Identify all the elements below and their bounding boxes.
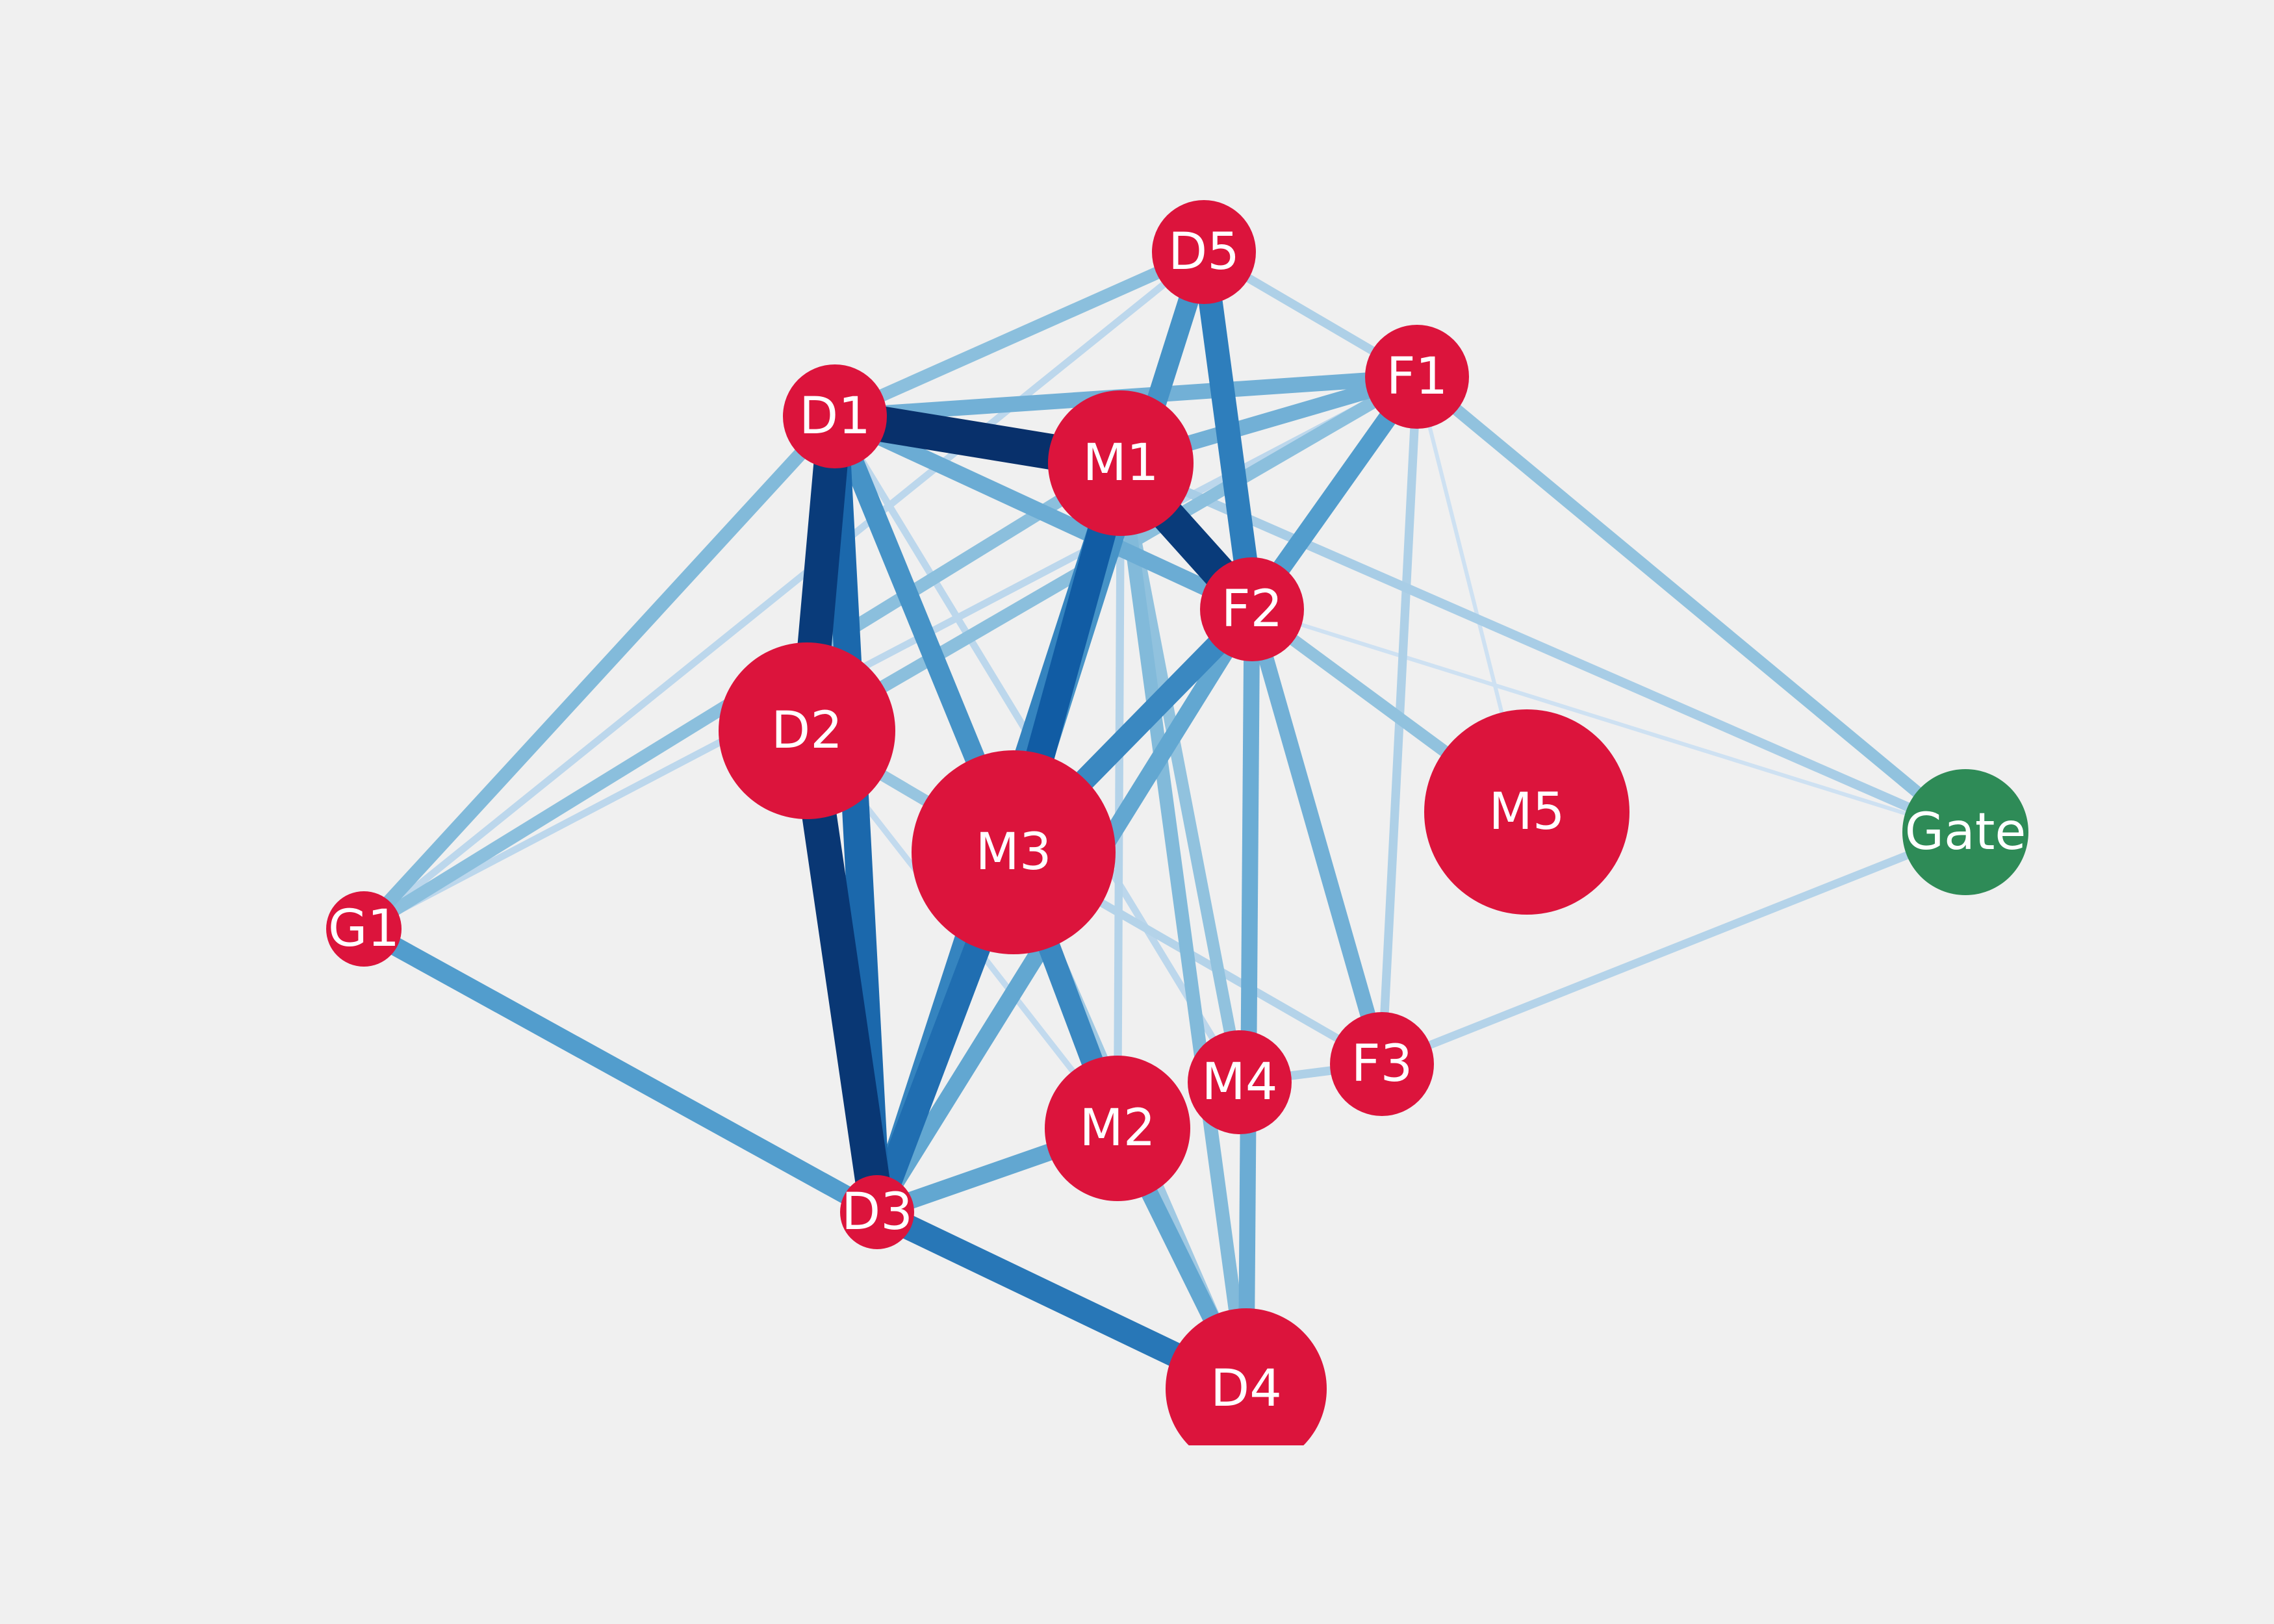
- node-circle-g1: [326, 891, 402, 967]
- edge-m1-m2: [1113, 463, 1125, 1129]
- node-circle-d3: [840, 1175, 914, 1249]
- node-circle-d1: [783, 364, 887, 468]
- edge-g1-d5: [361, 249, 1207, 932]
- node-label-d5: D5: [1168, 223, 1240, 281]
- node-circle-m1: [1048, 390, 1194, 536]
- node-m4: M4: [1188, 1030, 1292, 1134]
- node-m2: M2: [1045, 1056, 1190, 1201]
- edge-d5-f2: [1192, 250, 1264, 611]
- node-circle-gate: [1902, 769, 2028, 895]
- node-circle-m5: [1424, 709, 1629, 915]
- bottom-crop-mask: [0, 1445, 2274, 1624]
- node-d5: D5: [1152, 200, 1256, 304]
- edge-d1-f2: [831, 409, 1256, 617]
- node-gate: Gate: [1902, 769, 2028, 895]
- node-m1: M1: [1048, 390, 1194, 536]
- node-circle-d2: [719, 642, 895, 819]
- edge-g1-d1: [359, 411, 840, 934]
- node-label-f2: F2: [1221, 580, 1283, 639]
- node-d3: D3: [840, 1175, 914, 1249]
- node-label-d4: D4: [1210, 1360, 1282, 1418]
- node-circle-d5: [1152, 200, 1256, 304]
- node-label-d3: D3: [841, 1183, 913, 1241]
- edge-f2-f3: [1244, 607, 1390, 1067]
- node-label-f1: F1: [1386, 348, 1448, 406]
- node-label-d1: D1: [799, 387, 871, 446]
- node-f1: F1: [1365, 325, 1469, 429]
- edge-f3-gate: [1380, 828, 1967, 1068]
- node-label-m2: M2: [1080, 1099, 1156, 1158]
- node-m3: M3: [912, 750, 1116, 954]
- node-label-m3: M3: [976, 823, 1052, 882]
- node-circle-f1: [1365, 325, 1469, 429]
- node-g1: G1: [326, 891, 402, 967]
- node-label-m4: M4: [1202, 1053, 1278, 1111]
- node-circle-m2: [1045, 1056, 1190, 1201]
- node-label-g1: G1: [328, 900, 400, 958]
- node-circle-f3: [1330, 1012, 1434, 1116]
- node-f2: F2: [1200, 557, 1304, 661]
- node-d2: D2: [719, 642, 895, 819]
- node-f3: F3: [1330, 1012, 1434, 1116]
- node-label-m5: M5: [1489, 783, 1565, 841]
- node-circle-d4: [1166, 1308, 1327, 1469]
- edge-g1-d3: [359, 920, 882, 1221]
- edge-f2-d4: [1238, 609, 1260, 1389]
- node-label-d2: D2: [771, 702, 843, 760]
- node-d4: D4: [1166, 1308, 1327, 1469]
- node-circle-f2: [1200, 557, 1304, 661]
- node-label-m1: M1: [1083, 434, 1159, 492]
- edge-m1-gate: [1119, 459, 1967, 837]
- node-label-f3: F3: [1351, 1035, 1413, 1093]
- node-m5: M5: [1424, 709, 1629, 915]
- edge-m1-d4: [1114, 462, 1253, 1390]
- edge-f2-gate: [1251, 607, 1966, 834]
- edge-f1-gate: [1413, 372, 1969, 837]
- edge-d1-d5: [832, 246, 1207, 422]
- node-circle-m4: [1188, 1030, 1292, 1134]
- node-d1: D1: [783, 364, 887, 468]
- node-circle-m3: [912, 750, 1116, 954]
- node-label-gate: Gate: [1905, 803, 2026, 861]
